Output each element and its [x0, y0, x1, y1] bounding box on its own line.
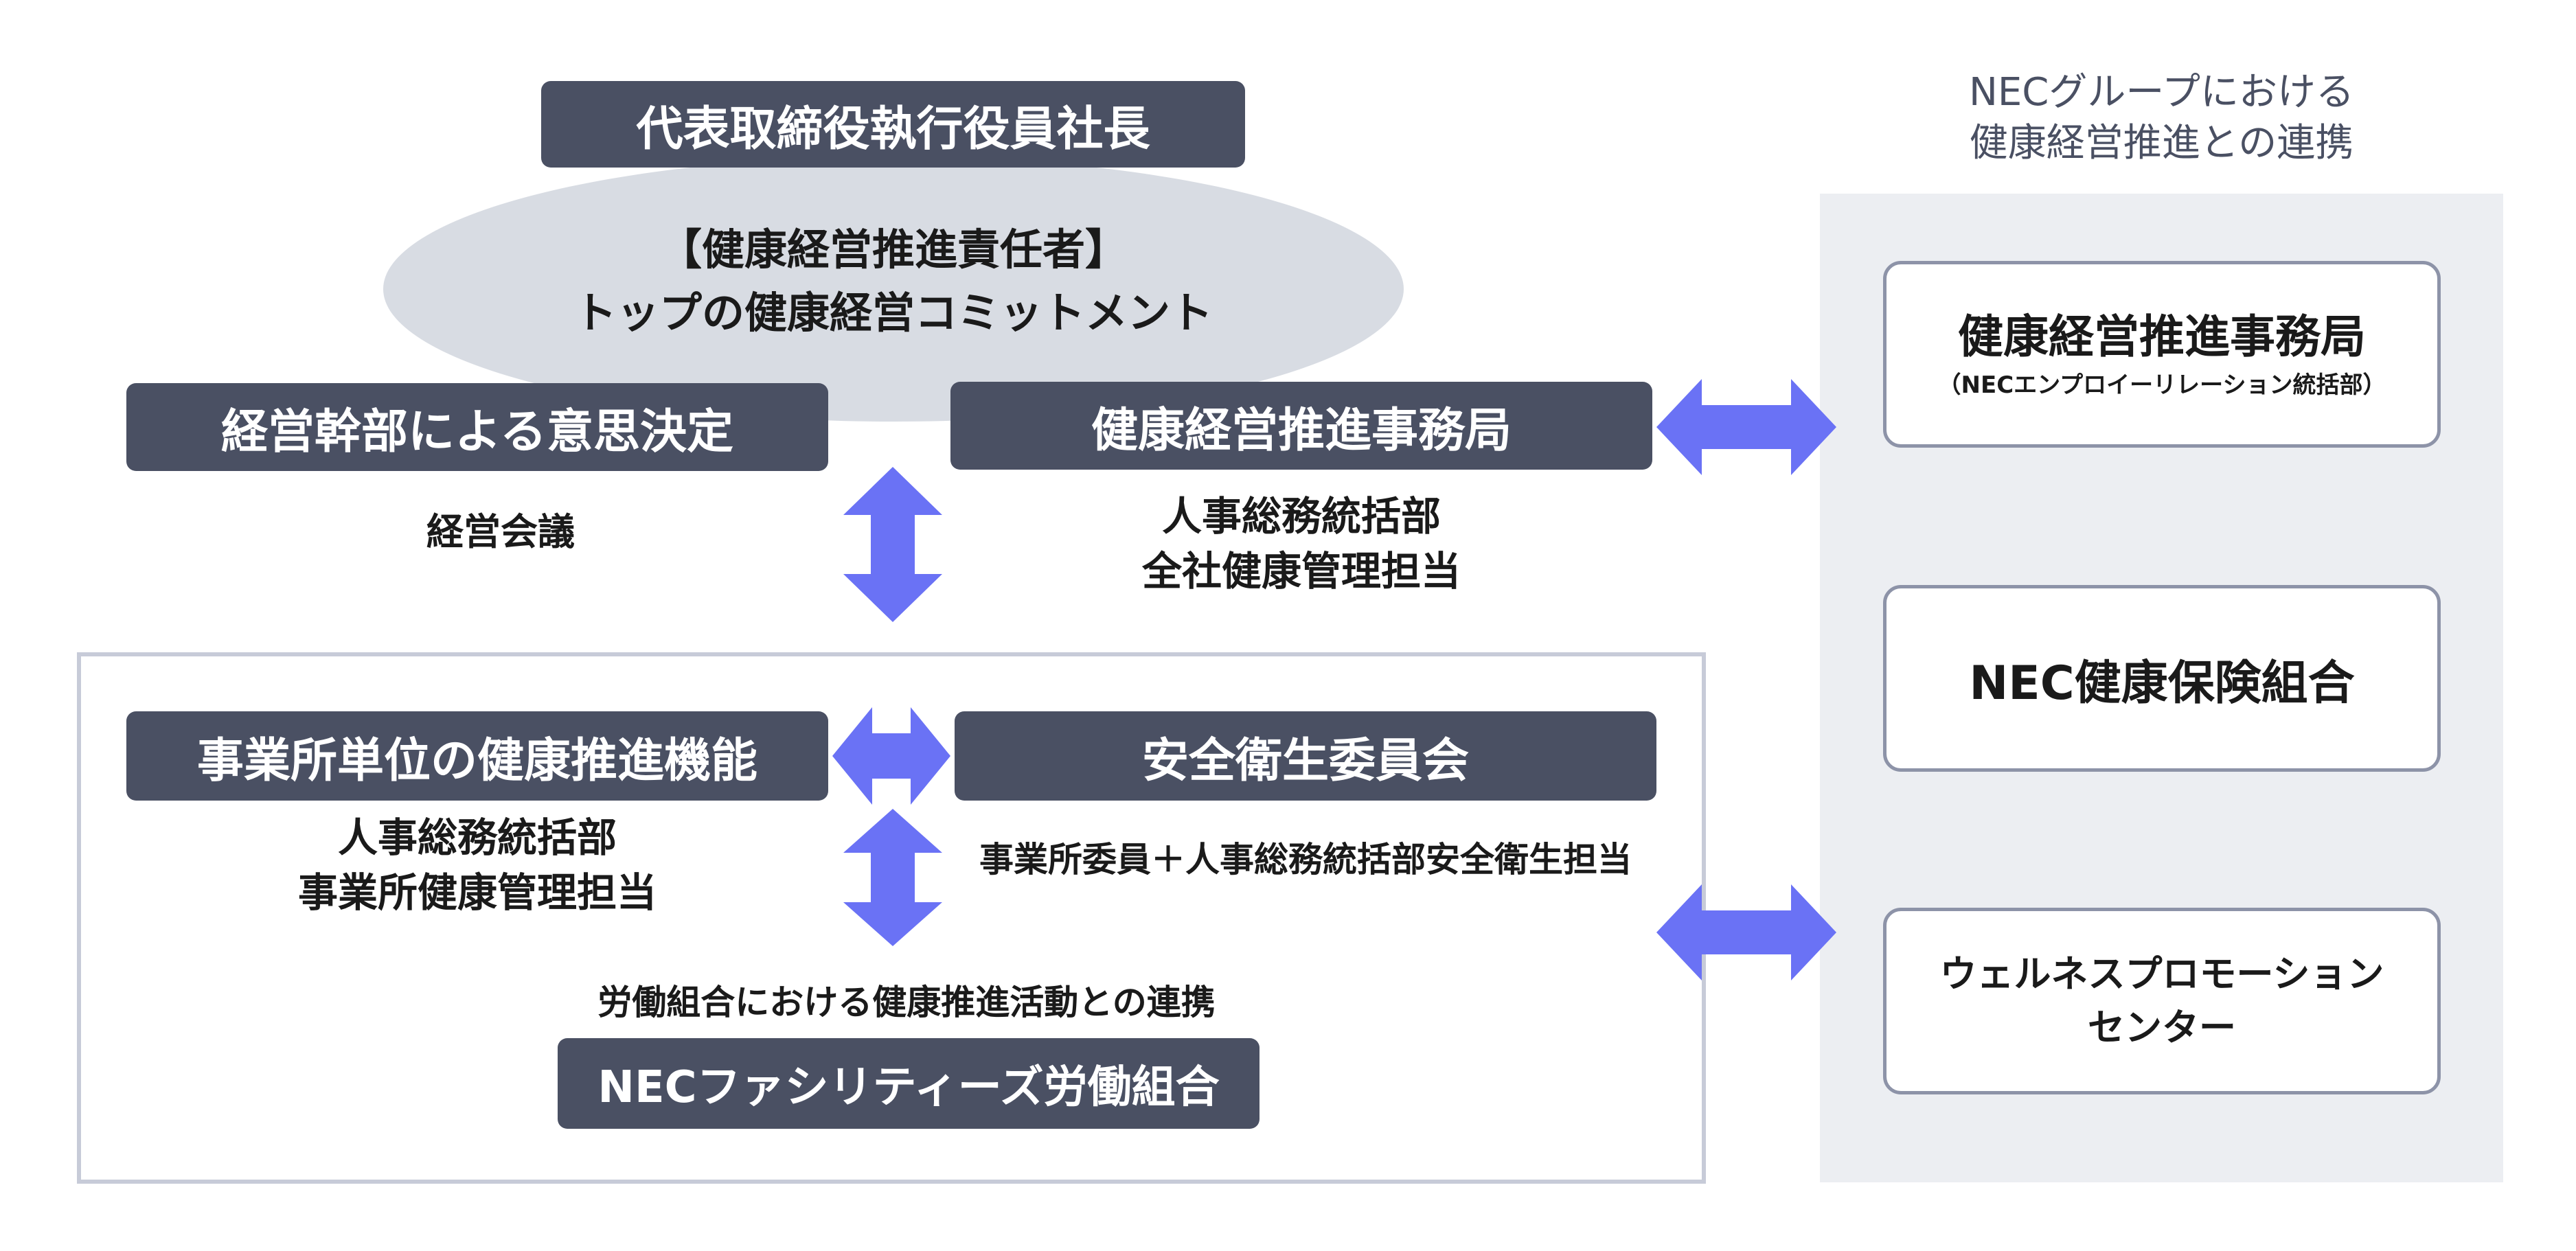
group-heading-line2: 健康経営推進との連携 [1969, 121, 2354, 165]
group-heading: NECグループにおける 健康経営推進との連携 [1820, 67, 2503, 169]
commitment-line1: 【健康経営推進責任者】 [659, 225, 1128, 275]
group-card-health-insurance: NEC健康保険組合 [1883, 585, 2441, 772]
committee-box: 安全衛生委員会 [955, 711, 1656, 801]
horizontal-arrow-shape-3 [1656, 884, 1836, 980]
group-card-wellness-line2: センター [2088, 1006, 2236, 1049]
site-function-sub-line1: 人事総務統括部 [337, 814, 617, 861]
group-card-wellness-line1: ウェルネスプロモーション [1939, 952, 2384, 996]
vertical-arrow-committee-union [843, 809, 942, 946]
decision-sub: 経営会議 [426, 510, 575, 553]
horizontal-arrow-shape-2 [1656, 379, 1836, 475]
office-sub-line1: 人事総務統括部 [1161, 493, 1441, 540]
union-box: NECファシリティーズ労働組合 [558, 1038, 1259, 1129]
decision-box: 経営幹部による意思決定 [126, 383, 828, 471]
vertical-arrow-shape-2 [843, 809, 942, 946]
commitment-line2: トップの健康経営コミットメント [573, 288, 1213, 338]
group-card-wellness-center: ウェルネスプロモーション センター [1883, 908, 2441, 1094]
horizontal-arrow-frame-group [1656, 884, 1836, 980]
president-box: 代表取締役執行役員社長 [541, 81, 1245, 168]
group-card-office: 健康経営推進事務局 （NECエンプロイーリレーション統括部） [1883, 261, 2441, 448]
site-function-sub: 人事総務統括部 事業所健康管理担当 [126, 810, 828, 920]
site-function-box: 事業所単位の健康推進機能 [126, 711, 828, 801]
commitment-text: 【健康経営推進責任者】 トップの健康経営コミットメント [383, 218, 1404, 345]
horizontal-arrow-office-group [1656, 379, 1836, 475]
group-card-health-insurance-title: NEC健康保険組合 [1969, 656, 2355, 711]
union-caption: 労働組合における健康推進活動との連携 [597, 983, 1216, 1022]
vertical-arrow-shape [843, 467, 942, 622]
vertical-arrow-management-site [843, 467, 942, 622]
office-box: 健康経営推進事務局 [950, 382, 1652, 470]
office-sub-line2: 全社健康管理担当 [1141, 548, 1461, 595]
site-function-sub-line2: 事業所健康管理担当 [297, 869, 657, 916]
committee-sub: 事業所委員＋人事総務統括部安全衛生担当 [979, 840, 1632, 880]
office-sub: 人事総務統括部 全社健康管理担当 [950, 489, 1652, 599]
commitment-ellipse [383, 157, 1404, 422]
horizontal-arrow-site-committee [832, 707, 950, 805]
group-heading-line1: NECグループにおける [1968, 70, 2354, 115]
group-card-office-sub: （NECエンプロイーリレーション統括部） [1937, 371, 2386, 399]
group-card-office-title: 健康経営推進事務局 [1958, 310, 2366, 363]
horizontal-arrow-shape-1 [832, 707, 950, 805]
